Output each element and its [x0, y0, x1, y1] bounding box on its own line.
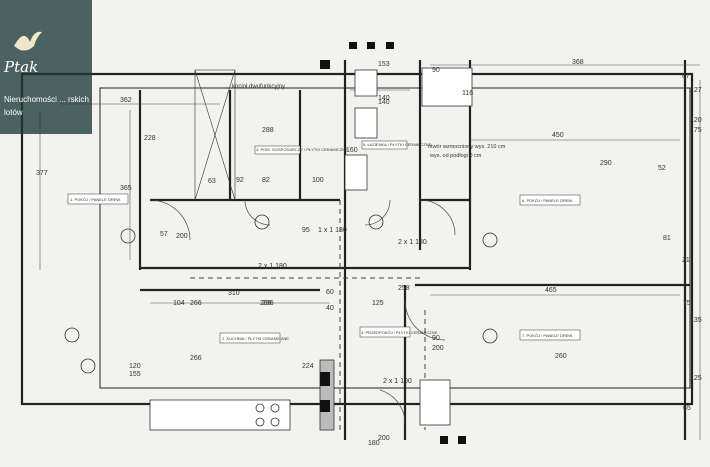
dimension-label: 266 — [190, 300, 202, 307]
room-label-7: 7. POKÓJ / PANELE DREW. — [522, 333, 573, 338]
dimension-label: 116 — [462, 90, 473, 97]
dimension-label: 95 — [302, 227, 310, 234]
dimension-label: 127 — [690, 87, 702, 94]
room-label-3: 3. PRZEDPOKÓJ / PŁYTKI CERAMICZNE — [361, 330, 438, 335]
dimension-label: 200 — [432, 345, 444, 352]
dimension-label: 200 — [176, 233, 188, 240]
dimension-label: 377 — [36, 170, 48, 177]
dimension-label: 450 — [552, 132, 564, 139]
dimension-label: 2 x 1 180 — [258, 263, 287, 270]
dimension-label: 63 — [208, 178, 216, 185]
dimension-label: 153 — [378, 61, 390, 68]
dimension-label: 125 — [372, 300, 384, 307]
dimension-label: 180 — [368, 440, 380, 447]
dimension-label: 228 — [144, 135, 156, 142]
room-label-5: 5. ŁAZIENKA / PŁYTKI CERAMICZNE — [363, 142, 432, 147]
dimension-label: 266 — [190, 355, 202, 362]
dimension-label: 21 — [682, 257, 690, 264]
dimension-label: 135 — [690, 317, 702, 324]
dimension-label: 90 — [432, 67, 440, 74]
dimension-label: 224 — [302, 363, 314, 370]
dimension-label: 57 — [160, 231, 168, 238]
dimension-label: 200 — [378, 435, 390, 442]
dimension-label: 104 — [173, 300, 185, 307]
dimension-label: 82 — [262, 177, 270, 184]
dimension-label: 160 — [346, 147, 358, 154]
dimension-label: 75 — [683, 300, 691, 307]
dimension-label: 120 — [129, 363, 141, 370]
dimension-label: 100 — [312, 177, 324, 184]
dimension-label: 155 — [129, 371, 141, 378]
dimension-label: 258 — [398, 285, 410, 292]
dimension-label: 140 — [378, 99, 390, 106]
room-label-2: 2. KUCHNIA / PŁYTKI CERAMICZNE — [222, 336, 289, 341]
dimension-label: 90 — [432, 335, 440, 342]
dimension-label: 2 x 1 180 — [398, 239, 427, 246]
room-label-1: 1. POKÓJ / PANELE DREW. — [70, 197, 121, 202]
opening-note: otwór wzmocniony wys. 210 cm — [428, 144, 506, 150]
dimension-label: 368 — [572, 59, 584, 66]
dimension-label: 2 x 1 100 — [383, 378, 412, 385]
bird-icon — [14, 31, 42, 51]
dimension-label: 52 — [658, 165, 666, 172]
dimension-label: 65 — [683, 405, 691, 412]
dimension-labels: 362 377 228 365 140 200 63 82 100 160 288 153 140 116… — [36, 59, 702, 447]
dimension-label: 40 — [326, 305, 334, 312]
dimension-label: 288 — [262, 127, 274, 134]
dimension-label: 140 — [378, 95, 390, 102]
brand-tagline: Nieruchomości ... rskich lotów — [4, 95, 89, 117]
room-label-6: 6. POKÓJ / PANELE DREW. — [522, 198, 573, 203]
dimension-label: 175 — [690, 127, 702, 134]
dimension-label: 310 — [228, 290, 240, 297]
opening-note-2: wys. od podłogi 0 cm — [429, 153, 482, 159]
boiler-note: kocioł dwufunkcyjny — [232, 84, 285, 90]
dimension-label: 206 — [260, 300, 272, 307]
dimension-label: 125 — [690, 375, 702, 382]
dimension-label: 465 — [545, 287, 557, 294]
dimension-label: 92 — [236, 177, 244, 184]
dimension-label: 67 — [682, 73, 690, 80]
dimension-label: 260 — [555, 353, 567, 360]
dimension-label: 1 x 1 180 — [318, 227, 347, 234]
dimension-label: 60 — [326, 289, 334, 296]
dimension-label: 290 — [600, 160, 612, 167]
dimension-label: 120 — [690, 117, 702, 124]
dimension-label: 81 — [663, 235, 671, 242]
dimension-label: 206 — [262, 300, 274, 307]
brand-name: Ptak — [4, 58, 39, 76]
brand-logo: Ptak Nieruchomości ... rskich lotów — [0, 0, 92, 134]
dimension-label: 365 — [120, 185, 132, 192]
room-label-4: 4. POM. GOSPODARCZE / PŁYTKI CERAMICZNE — [256, 147, 348, 152]
dimension-label: 362 — [120, 97, 132, 104]
